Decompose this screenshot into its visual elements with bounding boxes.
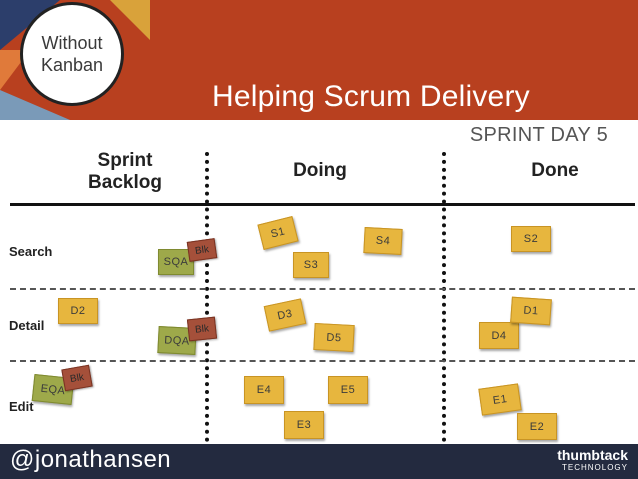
- column-header-line: Sprint: [97, 150, 153, 171]
- card-d4[interactable]: D4: [479, 322, 519, 349]
- row-label-detail: Detail: [9, 318, 45, 333]
- row-label-edit: Edit: [9, 399, 34, 414]
- card-d3[interactable]: D3: [263, 298, 307, 332]
- column-divider: [442, 152, 446, 442]
- column-header-done: Done: [531, 160, 579, 181]
- slide-title: Helping Scrum Delivery: [212, 80, 530, 113]
- card-s3[interactable]: S3: [293, 252, 329, 278]
- brand-logo: thumbtack TECHNOLOGY: [557, 448, 628, 473]
- sprint-day-label: SPRINT DAY 5: [469, 124, 608, 146]
- without-kanban-badge: Without Kanban: [20, 2, 124, 106]
- column-header-backlog: Sprint Backlog: [70, 150, 180, 194]
- card-e3[interactable]: E3: [284, 411, 324, 439]
- card-e1[interactable]: E1: [478, 383, 522, 416]
- badge-line: Without: [41, 33, 103, 53]
- card-s4[interactable]: S4: [363, 227, 403, 255]
- blocked-tag-edit: Blk: [61, 364, 93, 392]
- card-d2[interactable]: D2: [58, 298, 98, 324]
- card-d1[interactable]: D1: [510, 296, 552, 326]
- badge-line: Kanban: [40, 55, 104, 75]
- card-s1[interactable]: S1: [257, 216, 299, 250]
- card-s2[interactable]: S2: [511, 226, 551, 252]
- card-d5[interactable]: D5: [313, 322, 355, 353]
- column-header-line: Backlog: [88, 172, 162, 193]
- slide-footer: @jonathansen thumbtack TECHNOLOGY: [0, 444, 638, 479]
- row-divider: [10, 288, 635, 290]
- brand-subtitle: TECHNOLOGY: [561, 463, 628, 472]
- blocked-tag-detail: Blk: [186, 316, 218, 342]
- blocked-tag-search: Blk: [186, 238, 218, 262]
- card-e2[interactable]: E2: [517, 413, 557, 440]
- header-divider: [10, 203, 635, 206]
- brand-name: thumbtack: [557, 447, 628, 463]
- card-e5[interactable]: E5: [328, 376, 368, 404]
- column-header-doing: Doing: [293, 160, 347, 181]
- column-divider: [205, 152, 209, 442]
- row-divider: [10, 360, 635, 362]
- row-label-search: Search: [9, 244, 53, 259]
- card-e4[interactable]: E4: [244, 376, 284, 404]
- author-handle: @jonathansen: [10, 446, 172, 473]
